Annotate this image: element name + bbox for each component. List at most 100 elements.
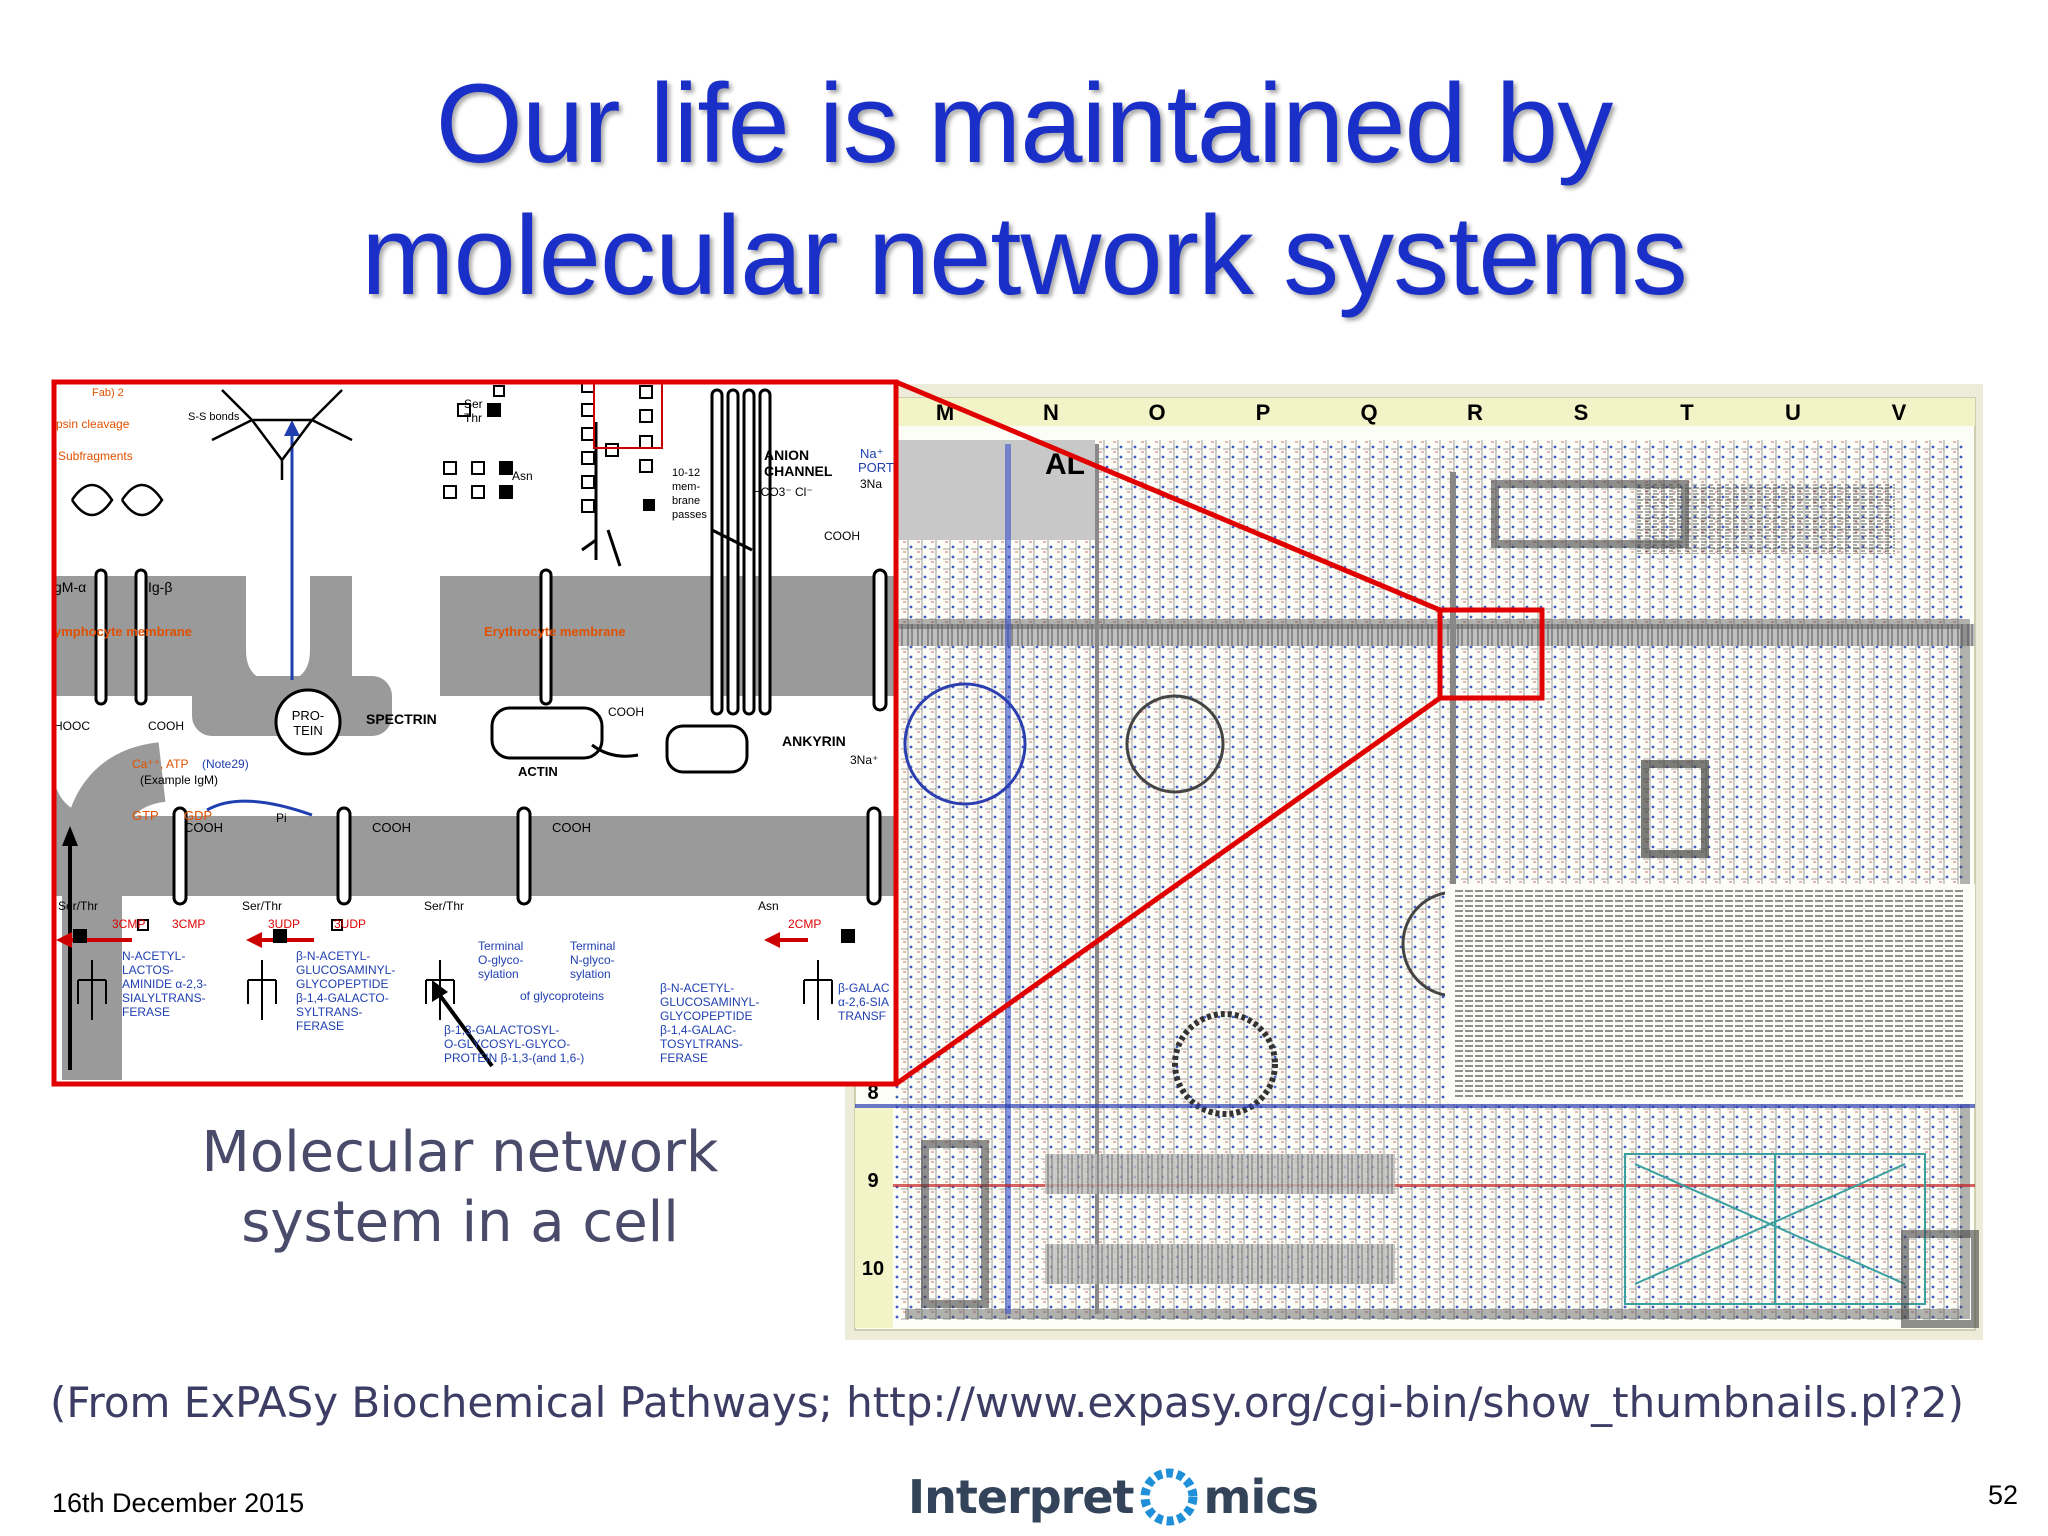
svg-text:psin cleavage: psin cleavage [56,417,130,431]
svg-text:HOOC: HOOC [54,719,90,733]
svg-text:COOH: COOH [148,719,184,733]
enzyme-label: GLYCOPEPTIDE [296,977,388,991]
svg-text:HCO3⁻ Cl⁻: HCO3⁻ Cl⁻ [752,485,813,499]
svg-text:ymphocyte membrane: ymphocyte membrane [54,624,192,639]
svg-text:Pi: Pi [276,811,287,825]
enzyme-label: SIALYLTRANS- [122,991,206,1005]
figure-caption: Molecular network system in a cell [150,1118,770,1258]
pathway-map-column-label: R [1467,400,1483,425]
enzyme-label: α-2,6-SIA [838,995,889,1009]
slide-date: 16th December 2015 [52,1488,305,1518]
enzyme-label: O-GLYCOSYL-GLYCO- [444,1037,570,1051]
pathway-map-column-label: O [1148,400,1165,425]
caption-line-1: Molecular network [201,1120,719,1185]
svg-text:CHANNEL: CHANNEL [764,463,833,479]
enzyme-label: LACTOS- [122,963,174,977]
enzyme-label: GLYCOPEPTIDE [660,1009,752,1023]
enzyme-label: Terminal [478,939,523,953]
pathway-map-column-label: U [1785,400,1801,425]
enzyme-label: sylation [478,967,519,981]
svg-text:gM-α: gM-α [54,579,86,595]
enzyme-label: Terminal [570,939,615,953]
enzyme-label: N-glyco- [570,953,615,967]
svg-text:3UDP: 3UDP [334,917,366,931]
svg-text:10-12: 10-12 [672,467,700,479]
svg-text:Ca⁺⁺, ATP: Ca⁺⁺, ATP [132,757,188,771]
svg-text:PRO-: PRO- [292,708,325,723]
enzyme-label: β-1,3-GALACTOSYL- [444,1023,559,1037]
svg-text:Subfragments: Subfragments [58,449,133,463]
svg-text:GTP: GTP [132,808,159,823]
enzyme-label: O-glyco- [478,953,523,967]
enzyme-label: AMINIDE α-2,3- [122,977,207,991]
enzyme-label: TOSYLTRANS- [660,1037,743,1051]
svg-text:ANKYRIN: ANKYRIN [782,733,846,749]
pathway-map-column-label: S [1574,400,1589,425]
svg-text:Na⁺: Na⁺ [860,446,883,461]
svg-text:Ser/Thr: Ser/Thr [58,899,98,913]
enzyme-label: β-1,4-GALAC- [660,1023,736,1037]
pathway-map-column-label: N [1043,400,1059,425]
pathway-map-row-label: 10 [862,1258,884,1280]
pathway-map-column-label: V [1892,400,1907,425]
svg-text:SPECTRIN: SPECTRIN [366,711,437,727]
enzyme-label: β-GALAC [838,981,890,995]
svg-text:COOH: COOH [824,529,860,543]
pathway-map-column-label: Q [1360,400,1377,425]
enzyme-label: sylation [570,967,611,981]
enzyme-label: SYLTRANS- [296,1005,362,1019]
svg-text:mem-: mem- [672,481,700,493]
pathway-map-column-label: M [936,400,954,425]
svg-text:COOH: COOH [372,820,411,835]
logo-text-right: mics [1203,1470,1319,1524]
enzyme-label: TRANSF [838,1009,886,1023]
svg-text:ANION: ANION [764,447,809,463]
interpretomics-logo: Interpret mics [908,1462,1319,1532]
svg-text:3CMP: 3CMP [112,917,145,931]
svg-text:Ser/Thr: Ser/Thr [424,899,464,913]
svg-text:(Note29): (Note29) [202,757,249,771]
svg-text:Asn: Asn [758,899,779,913]
slide-title-line-1: Our life is maintained by [435,61,1613,186]
caption-line-2: system in a cell [241,1190,679,1255]
svg-text:COOH: COOH [184,820,223,835]
enzyme-label: FERASE [660,1051,708,1065]
zoomed-pathway-detail: PRO- TEIN [52,380,894,1084]
pathway-map-column-label: T [1680,400,1694,425]
svg-text:Ser/Thr: Ser/Thr [242,899,282,913]
logo-ring-icon [1140,1468,1198,1526]
enzyme-label: GLUCOSAMINYL- [296,963,395,977]
glycoprotein-label: of glycoproteins [520,989,604,1003]
pathway-map-row-header: 8 9 10 [862,1082,884,1280]
enzyme-label: PROTEIN β-1,3-(and 1,6-) [444,1051,584,1065]
enzyme-label: β-N-ACETYL- [296,949,370,963]
svg-text:3UDP: 3UDP [268,917,300,931]
enzyme-label: FERASE [122,1005,170,1019]
svg-text:Ser: Ser [464,397,483,411]
enzyme-label: β-N-ACETYL- [660,981,734,995]
svg-text:Erythrocyte membrane: Erythrocyte membrane [484,624,626,639]
svg-text:Asn: Asn [512,469,533,483]
svg-text:S-S bonds: S-S bonds [188,411,240,423]
page-number: 52 [1987,1480,2018,1510]
svg-text:3Na⁺: 3Na⁺ [850,753,878,767]
svg-text:Thr: Thr [464,411,482,425]
svg-text:(Example IgM): (Example IgM) [140,773,218,787]
enzyme-label: FERASE [296,1019,344,1033]
pathway-map-fragment: AL [1045,448,1085,481]
enzyme-label: N-ACETYL- [122,949,185,963]
svg-text:ACTIN: ACTIN [518,764,558,779]
svg-text:3Na: 3Na [860,477,882,491]
svg-text:Ig-β: Ig-β [148,579,172,595]
slide-title-line-2: molecular network systems [361,193,1688,318]
pathway-map-row-label: 8 [867,1082,878,1104]
svg-text:COOH: COOH [552,820,591,835]
pathway-map-row-label: 9 [867,1170,878,1192]
slide-title: Our life is maintained by molecular netw… [0,58,2048,322]
logo-text-left: Interpret [908,1470,1135,1524]
svg-text:TEIN: TEIN [293,723,323,738]
svg-text:passes: passes [672,509,707,521]
enzyme-label: GLUCOSAMINYL- [660,995,759,1009]
svg-text:2CMP: 2CMP [788,917,821,931]
